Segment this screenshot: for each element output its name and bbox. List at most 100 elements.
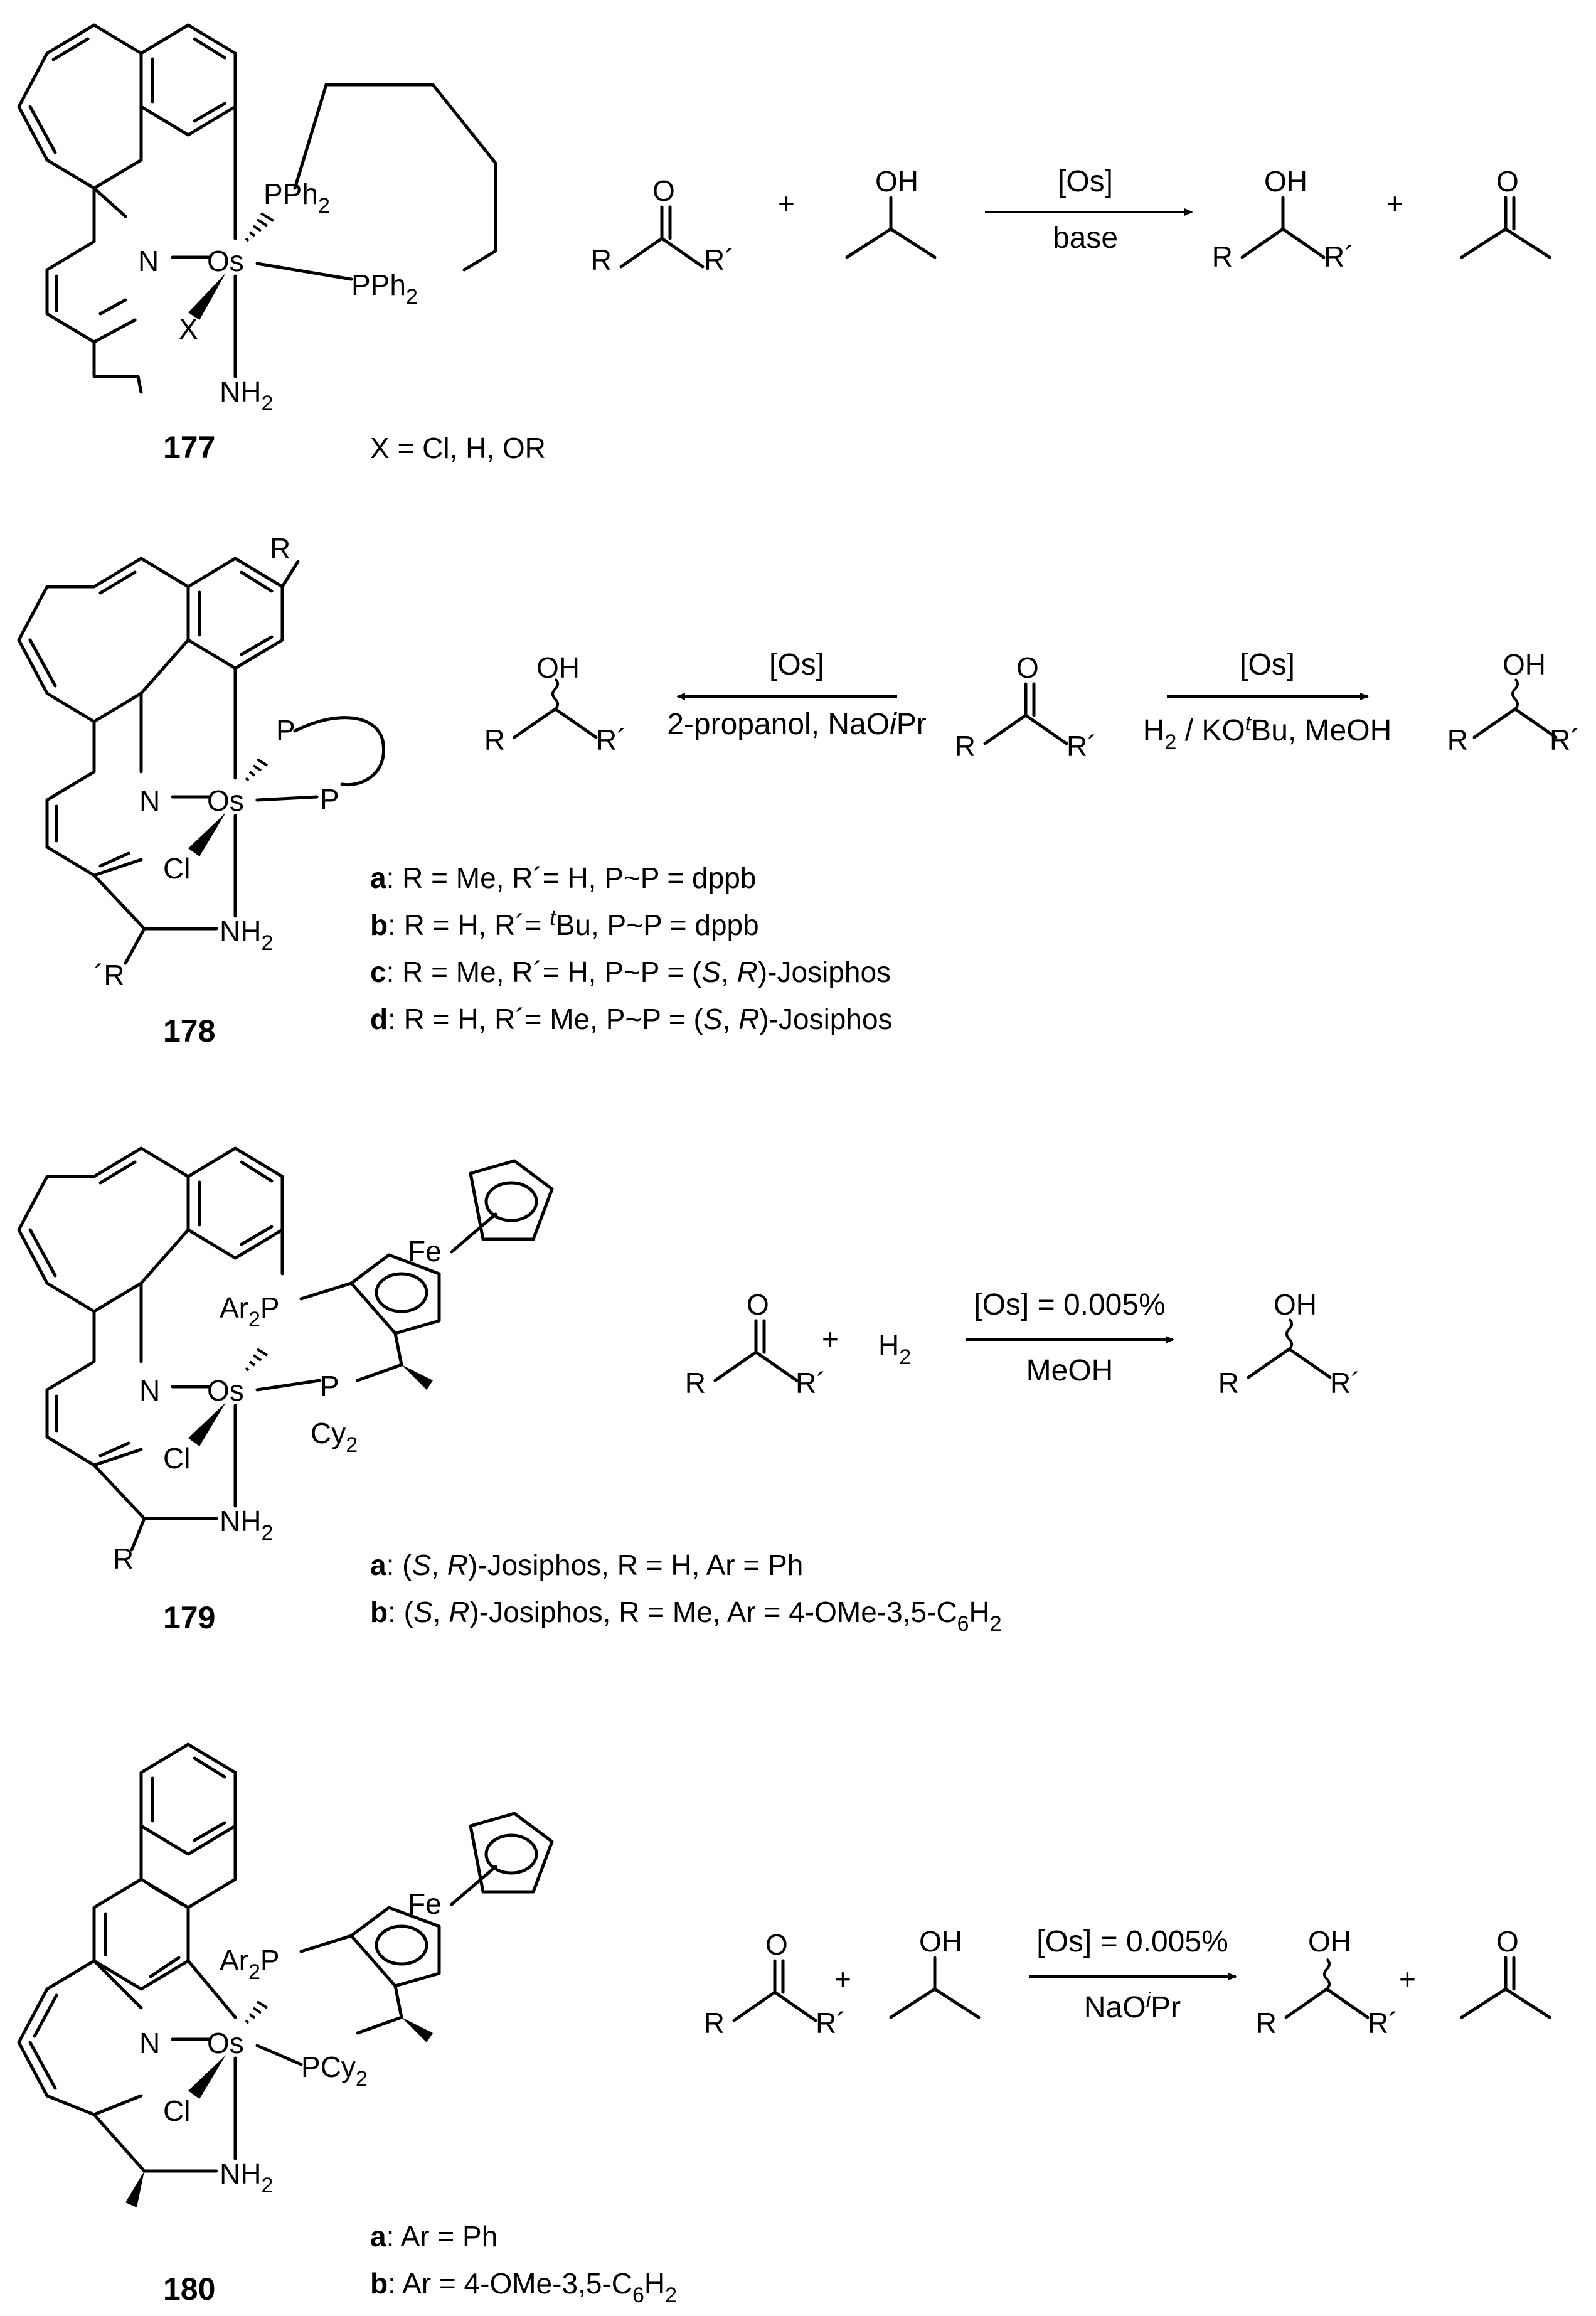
ketone-180-r: R [704,2007,725,2039]
compound-number-180: 180 [163,2271,215,2307]
atom-os-178: Os [207,784,244,817]
atom-fe-179: Fe [408,1235,442,1267]
atom-p-178-top: P [276,714,295,747]
compound-179-structure: Fe Ar2P P Cy2 Os N Cl NH2 R 179 [17,1146,554,1635]
legend-180: a: Ar = Ph b: Ar = 4-OMe-3,5-C6H2 [370,2220,677,2307]
ketone-179-rp: R´ [795,1367,826,1399]
ketone-rp: R´ [704,243,735,276]
ketone-179-o: O [747,1288,769,1321]
atom-r-178-top: R [270,532,290,565]
ring-left-179 [17,1146,190,1313]
x-definition: X = Cl, H, OR [370,432,546,464]
ketone-180-o: O [765,1928,788,1961]
ring-pyridine-180 [17,1959,143,2116]
ketone-179-r: R [685,1367,706,1399]
arrow-bottom-179: MeOH [1026,1354,1114,1387]
product-180-oh: OH [1308,1925,1351,1958]
left-arrow-bottom-178: 2-propanol, NaOiPr [667,708,927,741]
right-product-oh: OH [1503,648,1546,681]
atom-n: N [138,245,159,277]
ring-pyridine-179 [45,1281,143,1467]
atom-pph2-right: PPh2 [351,269,418,309]
variant-180-b: b: Ar = 4-OMe-3,5-C6H2 [370,2267,677,2307]
product-oh: OH [1264,165,1307,198]
atom-cl-180: Cl [163,2095,190,2127]
atom-p-178-right: P [320,783,339,816]
atom-cy2-179: Cy2 [311,1417,358,1457]
product-179-rp: R´ [1330,1367,1361,1399]
left-arrow-top-178: [Os] [769,648,824,681]
right-arrow-top-178: [Os] [1240,648,1295,681]
compound-180-structure: Fe Ar2P PCy2 Os N Cl NH2 180 [17,1742,554,2307]
atom-os: Os [207,245,244,277]
ketone-178-r: R [955,730,976,762]
arrow-top-177: [Os] [1058,165,1113,198]
ring-pyridine-178 [45,691,143,877]
ketone-178-rp: R´ [1067,730,1097,762]
atom-nh2-178: NH2 [220,915,273,955]
ipa-180-oh: OH [919,1925,962,1958]
left-product-oh: OH [536,651,580,684]
variant-178-c: c: R = Me, R´= H, P~P = (S, R)-Josiphos [370,956,891,988]
atom-x: X [179,312,198,345]
ring-middle-180 [92,1824,237,1991]
compound-178-structure: R P P Os N Cl NH2 ´R 178 [17,532,385,1049]
ring-top [139,23,237,137]
atom-n-178: N [139,784,160,817]
variant-180-a: a: Ar = Ph [370,2220,497,2253]
atom-cl-178: Cl [163,852,190,885]
atom-r-179: R [113,1542,134,1575]
acetone-180-o: O [1496,1925,1519,1958]
arrow-bottom-180: NaOiPr [1084,1988,1181,2024]
compound-177-structure: PPh2 PPh2 Os N X NH2 177 X = Cl, H, OR [17,23,546,465]
atom-nh2: NH2 [220,375,273,415]
compound-number-178: 178 [163,1013,215,1049]
product-180-r: R [1256,2007,1277,2039]
h2-179: H2 [878,1329,911,1369]
reaction-177: O R R´ + OH [Os] base OH R R´ + O [591,165,1551,276]
variant-178-b: b: R = H, R´= tBu, P~P = dppb [370,906,759,941]
ketone-178-o: O [1016,651,1039,684]
variant-178-d: d: R = H, R´= Me, P~P = (S, R)-Josiphos [370,1003,893,1035]
ketone-r: R [591,243,612,276]
ring-left [17,23,143,190]
arrow-bottom-177: base [1053,221,1118,255]
plus-180-2: + [1399,1963,1416,1995]
ring-top-178 [186,557,300,670]
atom-p-179: P [320,1370,339,1402]
atom-nh2-180: NH2 [220,2157,273,2197]
ring-top-179 [186,1146,284,1260]
right-product-rp: R´ [1550,723,1580,756]
atom-pcy2-180: PCy2 [301,2051,368,2091]
atom-os-180: Os [207,2027,244,2059]
atom-os-179: Os [207,1374,244,1407]
ring-left-178 [17,557,190,723]
right-arrow-bottom-178: H2 / KOtBu, MeOH [1143,712,1391,754]
product-r: R [1212,240,1233,273]
reaction-179: O R R´ + H2 [Os] = 0.005% MeOH OH R R´ [685,1288,1361,1399]
ring-pyridine [45,105,143,344]
ketone-180-rp: R´ [816,2007,846,2039]
plus-2: + [1386,187,1403,220]
plus-179: + [822,1323,839,1355]
right-product-r: R [1447,723,1468,756]
ketone-o: O [652,174,675,207]
reaction-180: O R R´ + OH [Os] = 0.005% NaOiPr OH R R´… [704,1925,1551,2039]
reaction-178: OH R R´ [Os] 2-propanol, NaOiPr O R R´ [… [484,648,1580,762]
atom-ar2p-179: Ar2P [220,1291,280,1331]
atom-n-179: N [139,1374,160,1407]
compound-number-177: 177 [163,430,215,465]
plus-180-1: + [834,1963,851,1995]
legend-178: a: R = Me, R´= H, P~P = dppb b: R = H, R… [370,862,893,1035]
atom-cl-179: Cl [163,1442,190,1475]
product-rp: R´ [1324,240,1354,273]
variant-178-a: a: R = Me, R´= H, P~P = dppb [370,862,756,894]
ipa-oh: OH [875,165,918,198]
atom-r-178-bottom: ´R [94,959,125,991]
product-179-oh: OH [1274,1288,1317,1321]
product-180-rp: R´ [1368,2007,1398,2039]
variant-179-b: b: (S, R)-Josiphos, R = Me, Ar = 4-OMe-3… [370,1596,1002,1636]
ring-top-180 [139,1742,237,1856]
arrow-top-180: [Os] = 0.005% [1036,1925,1228,1958]
